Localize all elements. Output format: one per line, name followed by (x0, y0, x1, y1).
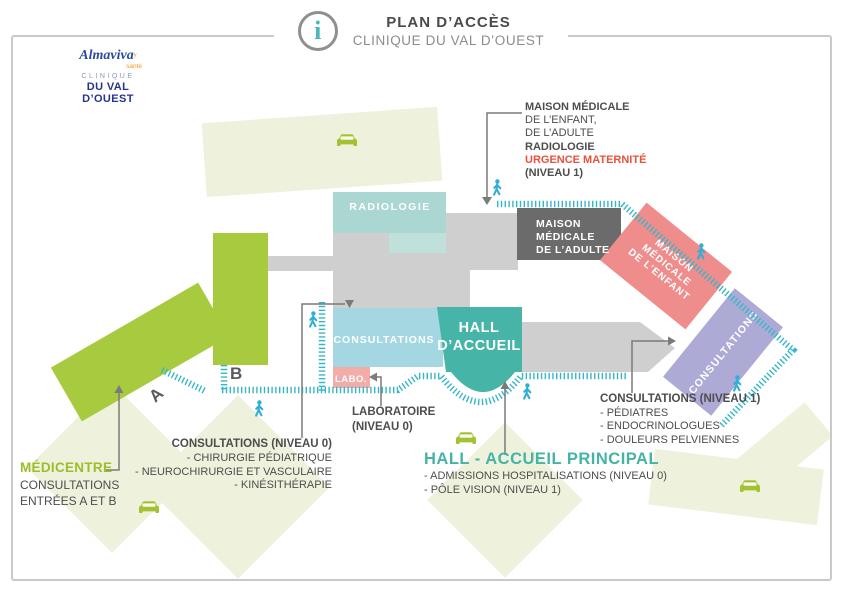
annotation-item: - PÔLE VISION (NIVEAU 1) (424, 484, 561, 496)
pedestrian-paths (160, 200, 798, 430)
building-consultations-blue (333, 308, 443, 367)
annotation-line: ENTRÉES A ET B (20, 494, 117, 508)
building-medicentre-wing (50, 282, 230, 422)
page-title: PLAN D’ACCÈS (386, 14, 511, 31)
annotation-consultations-niveau1: CONSULTATIONS (NIVEAU 1) - PÉDIATRES - E… (600, 393, 760, 447)
annotation-line: DE L’ADULTE (525, 127, 594, 140)
annotation-title: HALL - ACCUEIL PRINCIPAL (424, 450, 660, 468)
annotation-title: MÉDICENTRE (20, 460, 113, 475)
walking-person-icon (493, 179, 502, 196)
annotation-line: (NIVEAU 1) (525, 167, 584, 180)
annotation-item: - PÉDIATRES (600, 406, 669, 419)
logo-clinique: CLINIQUE (81, 73, 135, 80)
entrance-a-label: A (145, 384, 167, 406)
arrow-left-labo (369, 372, 377, 382)
annotation-medicentre: MÉDICENTRE CONSULTATIONS ENTRÉES A ET B (20, 460, 119, 510)
connector-laboratoire (377, 376, 382, 406)
annotation-line: RADIOLOGIE (525, 140, 595, 153)
logo-figure-icon: ʸ (133, 51, 137, 62)
path-entrance-a (160, 367, 207, 394)
building-medicentre-tower (213, 233, 268, 365)
entrance-b-label: B (230, 364, 242, 383)
title-block: PLAN D’ACCÈS CLINIQUE DU VAL D’OUEST (353, 14, 545, 48)
road-east (520, 322, 675, 372)
parking-area-right-arm (731, 402, 833, 498)
walking-person-icon (523, 383, 532, 400)
annotation-item: - KINÉSITHÉRAPIE (234, 479, 332, 492)
walking-person-icon (255, 400, 264, 417)
annotation-item: - ADMISSIONS HOSPITALISATIONS (NIVEAU 0) (424, 470, 667, 482)
page-subtitle: CLINIQUE DU VAL D’OUEST (352, 33, 545, 48)
arrow-up-hall (500, 381, 510, 389)
walking-person-icon (309, 311, 318, 328)
road-to-medicentre (267, 256, 333, 271)
arrow-down-consult0 (345, 300, 354, 308)
header: PLAN D’ACCÈS CLINIQUE DU VAL D’OUEST (0, 9, 842, 53)
building-maison-adulte-l1: MAISON (536, 218, 581, 230)
annotation-line: MAISON MÉDICALE (525, 101, 630, 113)
logo-brand-text: Almaviva (79, 48, 134, 63)
entrance-a-text: A (145, 384, 167, 406)
building-radiologie-label: RADIOLOGIE (349, 201, 431, 213)
annotation-item: - NEUROCHIRURGIE ET VASCULAIRE (134, 465, 332, 478)
annotation-line: DE L’ENFANT, (525, 114, 597, 127)
building-maison-enfant-shape (599, 202, 733, 330)
building-hall-l2: D’ACCUEIL (437, 338, 520, 354)
annotation-title: CONSULTATIONS (NIVEAU 1) (600, 393, 761, 405)
connector-consultations-n1 (631, 340, 668, 393)
parking-area-bottom-left-2 (146, 395, 330, 579)
building-consultations-blue-label: CONSULTATIONS (333, 334, 434, 346)
annotation-consultations-niveau0: CONSULTATIONS (NIVEAU 0) - CHIRURGIE PÉD… (120, 438, 332, 493)
parking-area-top (201, 106, 443, 198)
building-radiologie (333, 192, 446, 233)
annotation-item: - DOULEURS PELVIENNES (600, 433, 740, 446)
building-maison-adulte-l3: DE L’ADULTE (536, 244, 610, 256)
annotation-line: CONSULTATIONS (20, 477, 120, 492)
building-hall-l1: HALL (459, 320, 500, 336)
annotation-laboratoire: LABORATOIRE (NIVEAU 0) (352, 405, 435, 434)
arrow-up-medicentre (114, 385, 124, 393)
roads (267, 213, 675, 372)
logo-tagline: santé (126, 63, 142, 70)
arrow-right-consult1 (668, 336, 676, 346)
connector-consultations-n0 (301, 303, 345, 438)
building-consultations-purple-shape (663, 288, 783, 416)
path-south-main (222, 372, 628, 406)
road-radiologie-side (333, 233, 389, 253)
annotation-line: (NIVEAU 0) (352, 420, 413, 433)
annotation-title: CONSULTATIONS (NIVEAU 0) (171, 438, 332, 450)
connector-arrowheads (114, 197, 676, 393)
info-icon (297, 11, 338, 51)
arrow-down-maison (482, 197, 492, 205)
parking-area-bottom-center (427, 422, 583, 578)
connector-maison-medicale (486, 112, 522, 197)
car-icon (456, 432, 476, 444)
connector-medicentre (106, 393, 120, 471)
header-card: PLAN D’ACCÈS CLINIQUE DU VAL D’OUEST (273, 9, 569, 53)
building-maison-enfant: MAISON MÉDICALE DE L’ENFANT (599, 202, 733, 330)
connectors (106, 112, 668, 471)
road-main-corridor (333, 253, 470, 310)
building-radiologie-annex (389, 233, 446, 253)
buildings: RADIOLOGIE MAISON MÉDICALE DE L’ENFANT M… (50, 192, 783, 422)
logo-clinic-name: DU VAL D’OUEST (82, 81, 134, 105)
building-labo (333, 367, 370, 388)
building-maison-adulte (517, 208, 621, 260)
logo-brand: Almavivaʸ (60, 49, 156, 63)
annotation-line: LABORATOIRE (352, 406, 436, 418)
annotation-item: - ENDOCRINOLOGUES (600, 420, 720, 432)
building-hall-accueil (437, 307, 522, 392)
path-north-chevron (497, 200, 798, 430)
annotation-hall-accueil: HALL - ACCUEIL PRINCIPAL - ADMISSIONS HO… (424, 450, 667, 497)
annotation-item: - CHIRURGIE PÉDIATRIQUE (186, 451, 332, 464)
annotation-line-urgence: URGENCE MATERNITÉ (525, 153, 647, 166)
building-labo-label: LABO. (335, 374, 367, 385)
clinic-logo: Almavivaʸ santé CLINIQUE DU VAL D’OUEST (60, 49, 156, 106)
annotation-maison-medicale: MAISON MÉDICALE DE L’ENFANT, DE L’ADULTE… (525, 101, 646, 180)
building-maison-adulte-l2: MÉDICALE (536, 230, 595, 243)
